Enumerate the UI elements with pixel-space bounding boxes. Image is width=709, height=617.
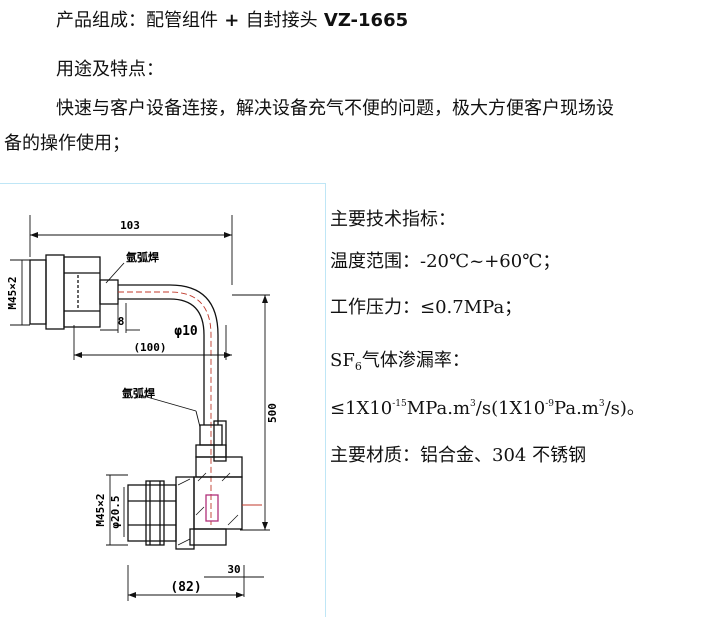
leak-e1: -15 — [392, 399, 407, 409]
leak-label: 气体渗漏率： — [361, 350, 470, 371]
lower-hex — [195, 456, 243, 478]
leak-v5: /s)。 — [604, 398, 645, 419]
leak-e2: 3 — [470, 399, 476, 409]
spec-material: 主要材质：铝合金、304 不锈钢 — [330, 445, 587, 466]
dim-phi10: φ10 — [174, 324, 198, 339]
lower-nut-right — [213, 420, 227, 462]
drawing-top-border — [0, 183, 325, 184]
pipe-outer — [118, 284, 219, 403]
leak-gas-subscript: 6 — [354, 360, 362, 373]
dim-82: (82) — [170, 580, 201, 595]
top-nut-body — [45, 254, 65, 330]
leak-v3: /s(1X10 — [475, 398, 546, 419]
dim-phi20-5: φ20.5 — [109, 495, 122, 528]
top-ferrule — [99, 279, 119, 305]
pipe-inner — [118, 298, 205, 403]
spec-temperature: 温度范围：-20℃~+60℃； — [330, 251, 561, 272]
valve-core — [205, 494, 219, 522]
weld-label-mid: 氩弧焊 — [121, 386, 155, 400]
spec-leak-heading: SF6气体渗漏率： — [330, 346, 470, 373]
dim-500: 500 — [266, 403, 279, 423]
thread-top-label: M45×2 — [6, 276, 19, 309]
drawing-right-border — [325, 183, 326, 617]
leak-v4: Pa.m — [554, 398, 599, 419]
plus-sign: + — [218, 10, 246, 31]
dim-103: 103 — [120, 219, 140, 232]
composition-part: 自封接头 — [245, 10, 318, 31]
leak-v1: ≤1X10 — [330, 398, 393, 419]
bottom-plate — [189, 528, 227, 546]
leak-e3: -9 — [545, 399, 555, 409]
usage-heading: 用途及特点： — [56, 59, 164, 80]
top-nut-hex — [63, 256, 101, 328]
dim-100: (100) — [133, 341, 166, 354]
leak-gas: SF — [330, 350, 355, 371]
spec-leak-value: ≤1X10-15MPa.m3/s(1X10-9Pa.m3/s)。 — [330, 394, 645, 420]
specs-heading: 主要技术指标： — [330, 209, 456, 230]
coupler-body — [127, 484, 177, 542]
spec-pressure: 工作压力：≤0.7MPa； — [330, 297, 523, 318]
dim-8: 8 — [118, 315, 125, 328]
thread-bottom-label: M45×2 — [94, 493, 107, 526]
pipe-centerline — [118, 291, 212, 485]
model-number: VZ-1665 — [317, 10, 409, 31]
leak-e4: 3 — [598, 399, 605, 409]
top-nut-flange — [29, 259, 47, 325]
coupler-sleeve — [145, 480, 165, 546]
usage-desc-line2: 备的操作使用； — [4, 133, 130, 154]
composition-line: 产品组成：配管组件 + 自封接头 VZ-1665 — [56, 6, 408, 32]
leak-v2: MPa.m — [406, 398, 471, 419]
composition-label: 产品组成：配管组件 — [56, 10, 218, 31]
weld-label-top: 氩弧焊 — [125, 250, 159, 264]
dim-30: 30 — [227, 563, 240, 576]
technical-drawing: 103 M45×2 氩弧焊 8 φ10 (100) 氩弧焊 500 M45×2 … — [6, 215, 279, 601]
usage-desc-line1: 快速与客户设备连接，解决设备充气不便的问题，极大方便客户现场设 — [56, 98, 614, 119]
coupler-hex — [175, 476, 195, 550]
